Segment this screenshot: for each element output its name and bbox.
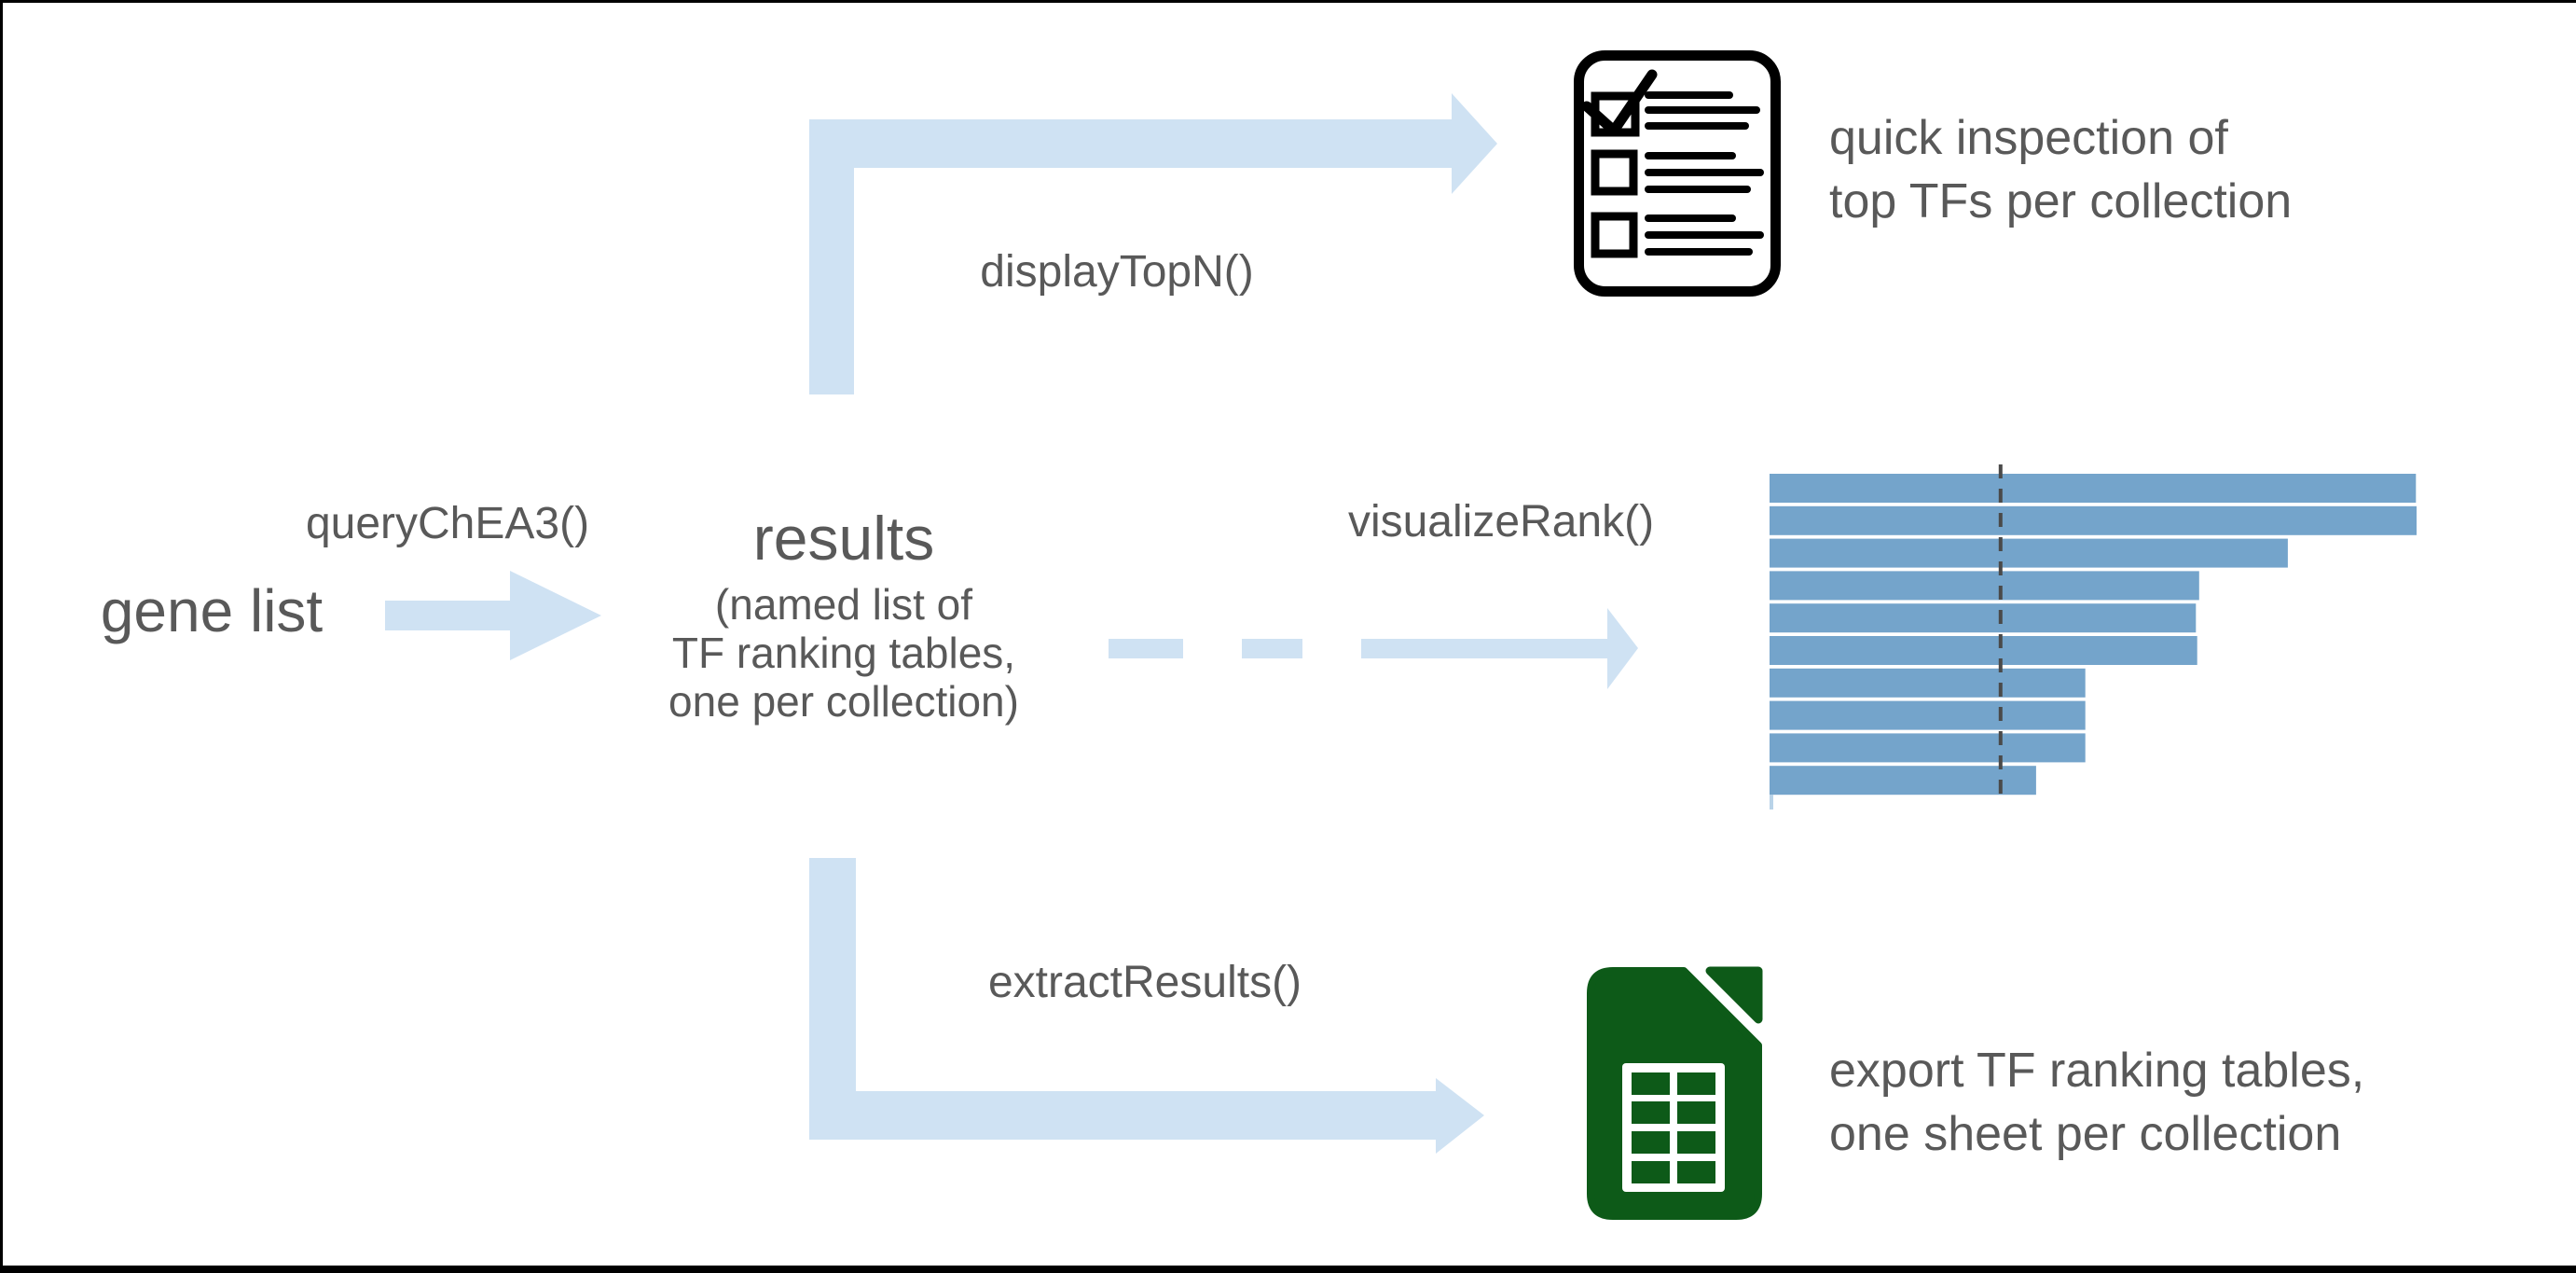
inspect-annotation-line: quick inspection of [1829,111,2228,165]
list-lines-row2 [1645,152,1764,193]
rank-bar [1770,571,2199,601]
gene-list-label: gene list [100,577,324,644]
rank-bar-chart [1770,464,2417,809]
rank-bar [1770,766,2036,796]
results-node: results (named list of TF ranking tables… [668,505,1019,726]
arrow-results-to-export [809,858,1484,1154]
display-topn-label: displayTopN() [980,247,1254,297]
results-subtitle-line: TF ranking tables, [671,629,1016,677]
rank-bar [1770,538,2288,568]
spreadsheet-icon [1587,966,1763,1220]
rank-bars [1770,474,2417,796]
checkbox-empty [1591,212,1638,258]
top-border [0,0,2576,3]
extract-results-label: extractResults() [987,958,1302,1007]
sheet-folded-corner [1705,966,1763,1024]
axis-stub [1770,795,1773,809]
sheet-table-cells [1632,1072,1715,1183]
dashed-arrow-results-to-chart [1109,608,1638,689]
rank-bar [1770,474,2417,503]
rank-bar [1770,636,2197,665]
export-annotation: export TF ranking tables, one sheet per … [1829,1039,2364,1166]
arrow-head [1361,608,1638,689]
arrow-results-to-topn [809,93,1497,394]
arrow-dash [1109,639,1183,658]
rank-bar [1770,733,2086,763]
rank-bar [1770,505,2417,535]
arrow-dash [1242,639,1302,658]
inspect-annotation: quick inspection of top TFs per collecti… [1829,106,2292,233]
export-annotation-line: export TF ranking tables, [1829,1044,2365,1098]
arrow-gene-to-results [385,571,601,660]
visualize-rank-label: visualizeRank() [1347,497,1655,547]
bottom-border [0,1266,2576,1273]
rank-bar [1770,700,2086,730]
results-subtitle-line: (named list of [714,580,973,629]
list-lines-row1 [1645,91,1760,130]
rank-bar [1770,603,2197,633]
list-lines-row3 [1645,214,1764,256]
checkbox-empty [1591,149,1638,196]
checklist-icon [1574,50,1781,297]
checkmark-icon [1581,69,1658,136]
rank-bar [1770,668,2086,698]
results-subtitle-line: one per collection) [668,677,1019,726]
inspect-annotation-line: top TFs per collection [1829,174,2293,228]
results-title: results [752,504,935,573]
sheet-table [1622,1063,1725,1192]
query-chea3-label: queryChEA3() [305,499,590,548]
export-annotation-line: one sheet per collection [1829,1107,2342,1161]
left-border [0,0,3,1273]
